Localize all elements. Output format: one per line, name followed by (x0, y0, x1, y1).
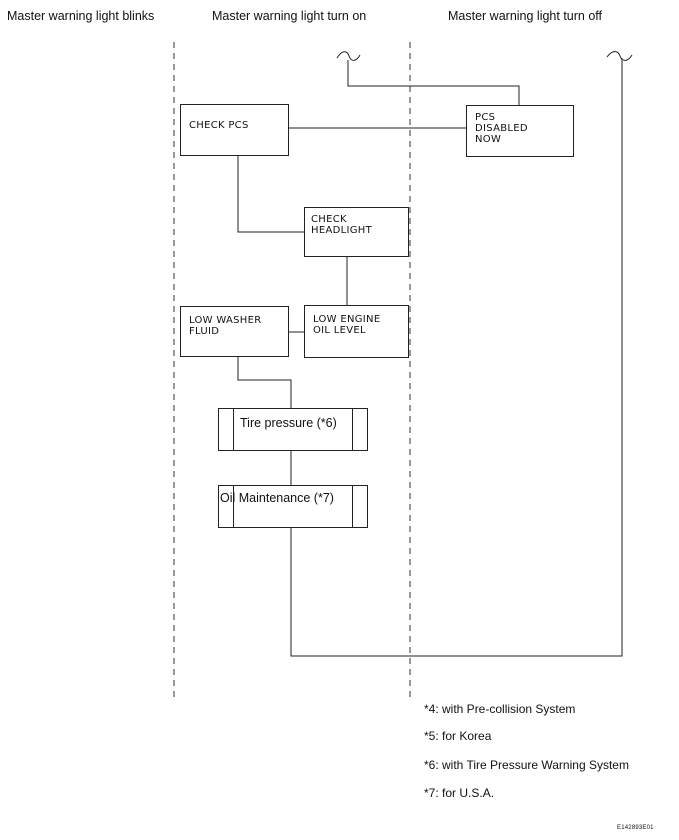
box-check-pcs: CHECK PCS (180, 104, 289, 156)
note-5: *5: for Korea (424, 729, 492, 743)
break-mark-right (606, 51, 633, 61)
connector-oil-maintenance-loop (290, 58, 623, 657)
box-pcs-disabled-now: PCS DISABLED NOW (466, 105, 574, 157)
box-oil-maintenance-bar-right (352, 486, 353, 527)
box-low-washer-fluid: LOW WASHER FLUID (180, 306, 289, 357)
connector-washer-to-tire-pressure (237, 357, 292, 408)
box-check-headlight: CHECK HEADLIGHT (304, 207, 409, 257)
box-oil-maintenance-label: Oil Maintenance (*7) (220, 491, 334, 505)
box-tire-pressure-bar-left (233, 409, 234, 450)
note-6: *6: with Tire Pressure Warning System (424, 758, 629, 772)
column-header-turn-off: Master warning light turn off (448, 9, 603, 23)
box-tire-pressure-bar-right (352, 409, 353, 450)
box-low-engine-oil-level: LOW ENGINE OIL LEVEL (304, 305, 409, 358)
box-tire-pressure-label: Tire pressure (*6) (240, 416, 337, 430)
connector-check-pcs-to-headlight (237, 156, 304, 233)
box-tire-pressure: Tire pressure (*6) (218, 408, 368, 451)
box-oil-maintenance: Oil Maintenance (*7) (218, 485, 368, 528)
note-7: *7: for U.S.A. (424, 786, 495, 800)
box-oil-maintenance-bar-left (233, 486, 234, 527)
column-header-turn-on: Master warning light turn on (212, 9, 367, 23)
break-mark-left (336, 51, 361, 61)
column-header-blinks: Master warning light blinks (7, 9, 155, 23)
note-4: *4: with Pre-collision System (424, 702, 576, 716)
figure-code: E142893E01 (617, 825, 654, 831)
connector-break-to-pcs-disabled (347, 60, 520, 105)
